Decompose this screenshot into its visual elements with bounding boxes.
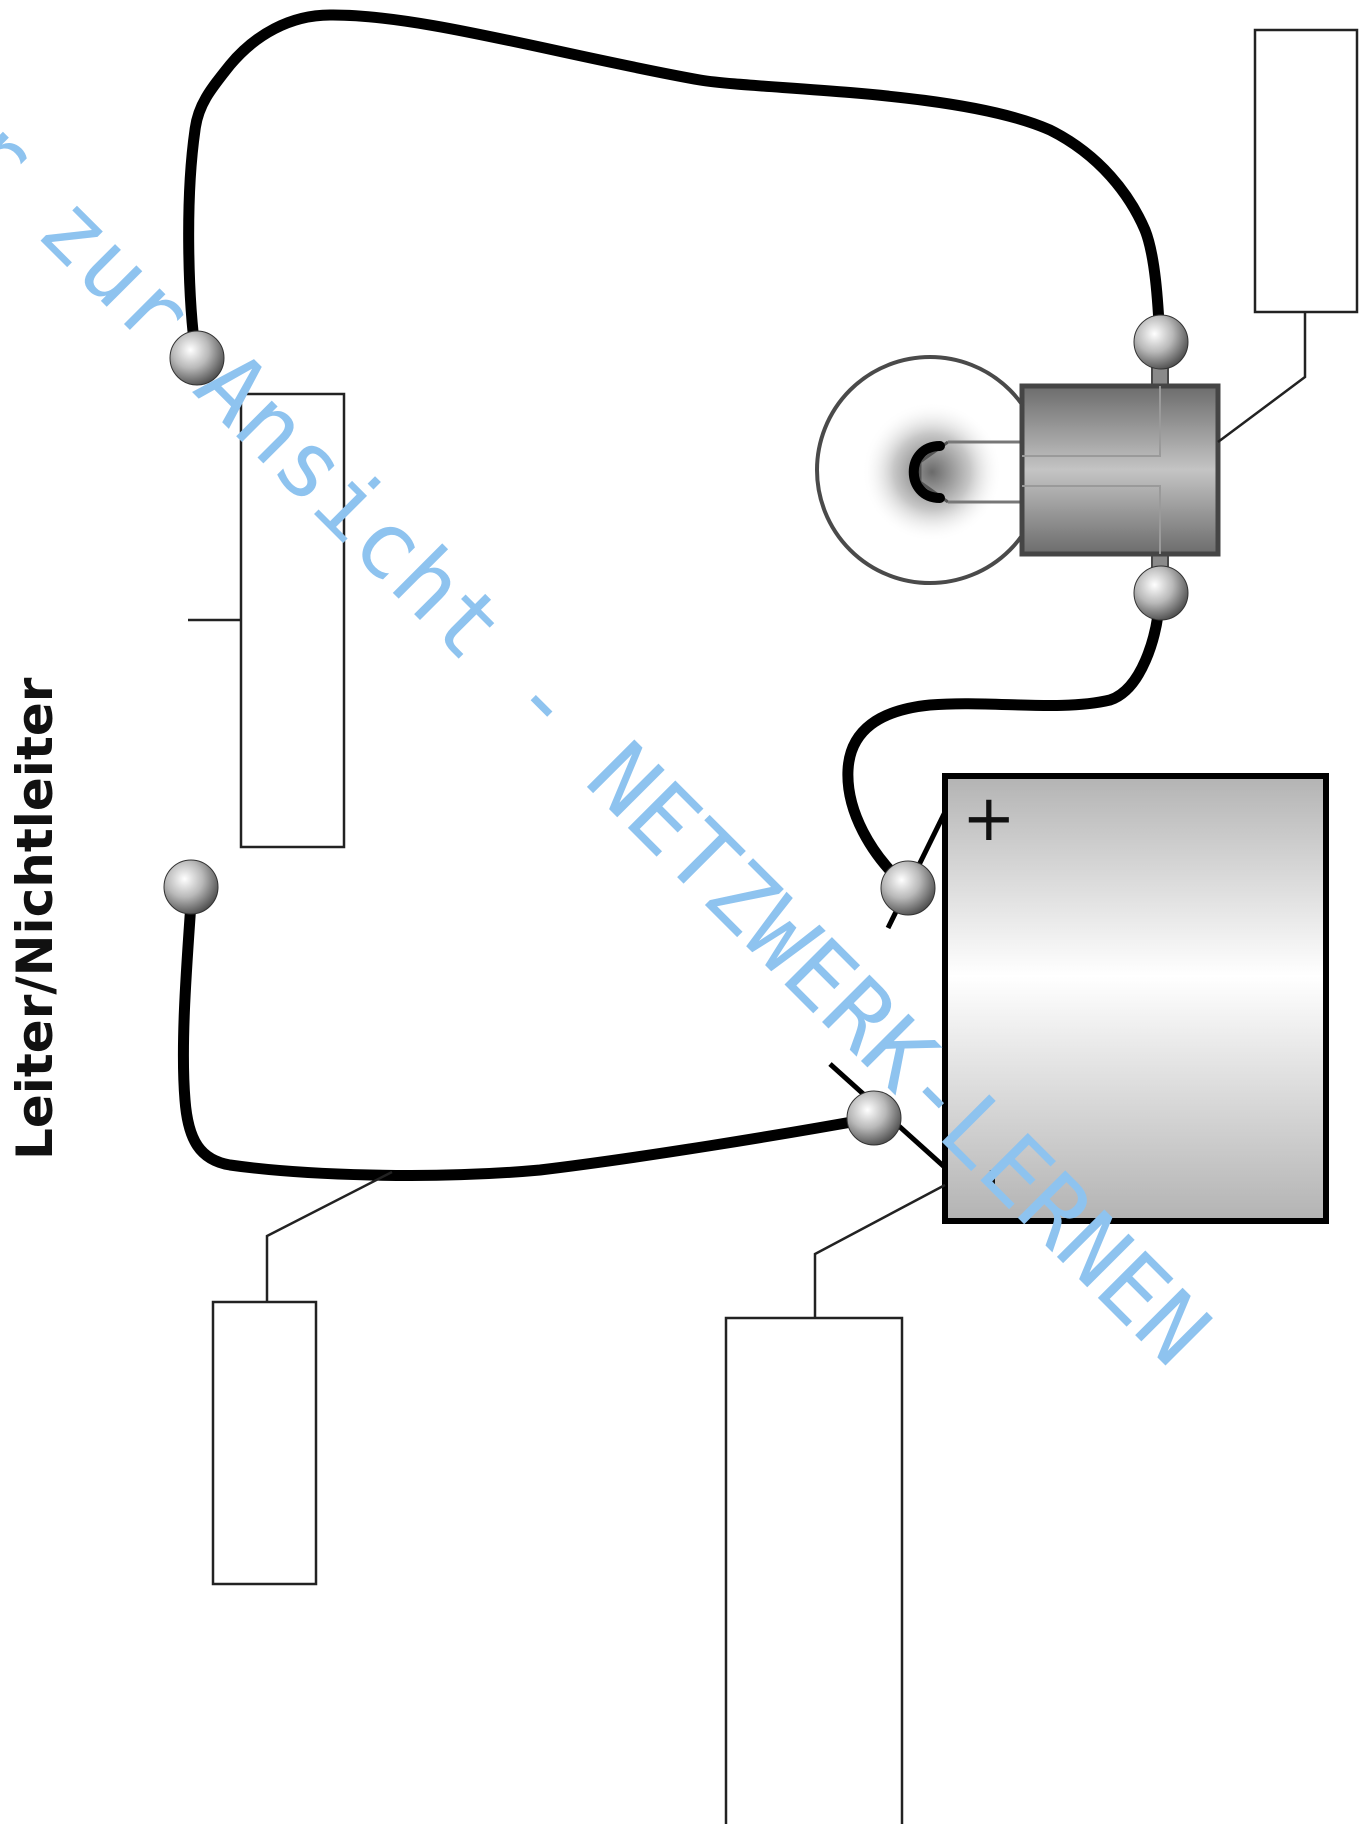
label-box-battery: [724, 1316, 904, 1824]
label-box-gap: [239, 392, 346, 849]
bulb-socket: [1019, 383, 1221, 557]
leader-line-wire: [265, 1170, 393, 1302]
battery-body: [942, 773, 1329, 1224]
label-box-bulb: [1253, 28, 1359, 314]
light-bulb-icon: [815, 349, 1221, 601]
wire-top: [183, 9, 1166, 363]
terminal-ball-bulb-top: [1133, 314, 1189, 370]
label-box-wire: [211, 1300, 318, 1586]
terminal-ball-battery-minus: [846, 1090, 902, 1146]
worksheet-title: Leiter/Nichtleiter: [6, 677, 64, 1160]
battery-plus-label: +: [962, 782, 1016, 856]
battery: + -: [828, 773, 1329, 1224]
terminal-ball-bottom-left: [163, 859, 219, 915]
terminal-ball-top-left: [169, 330, 225, 386]
leader-line-bulb: [1217, 312, 1307, 444]
battery-minus-label: -: [952, 1167, 1026, 1190]
wire-right: [842, 587, 1166, 894]
terminal-ball-bulb-bottom: [1133, 565, 1189, 621]
leader-line-battery: [813, 1183, 946, 1318]
terminal-ball-battery-plus: [880, 860, 936, 916]
wire-bottom: [177, 882, 880, 1181]
